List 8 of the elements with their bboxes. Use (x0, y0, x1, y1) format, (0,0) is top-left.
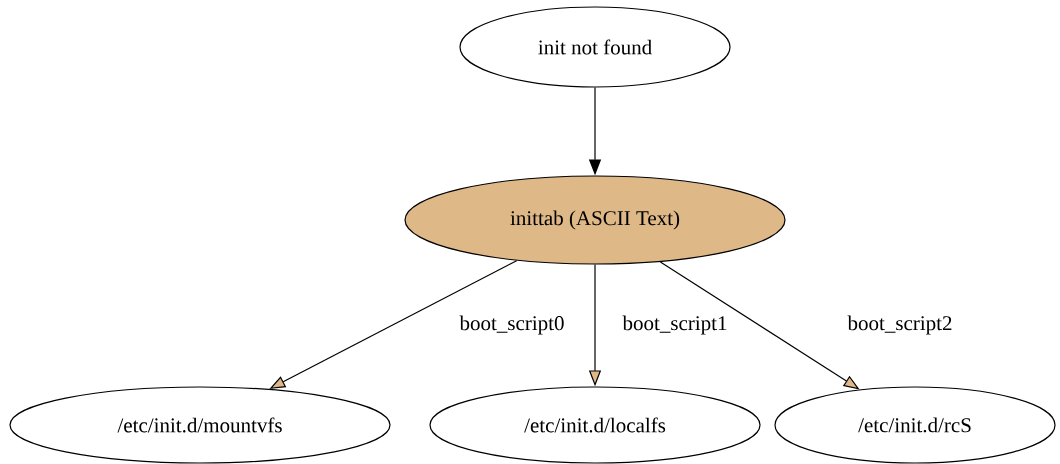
edge-label: boot_script0 (458, 314, 566, 336)
ellipse-node: /etc/init.d/mountvfs (9, 386, 391, 464)
ellipse-node: init not found (459, 6, 731, 88)
ellipse-node: inittab (ASCII Text) (404, 175, 786, 265)
ellipse-node: /etc/init.d/rcS (774, 386, 1056, 464)
edge-label: boot_script1 (621, 314, 729, 336)
edge-label: boot_script2 (846, 314, 954, 336)
ellipse-node: /etc/init.d/localfs (429, 386, 761, 464)
